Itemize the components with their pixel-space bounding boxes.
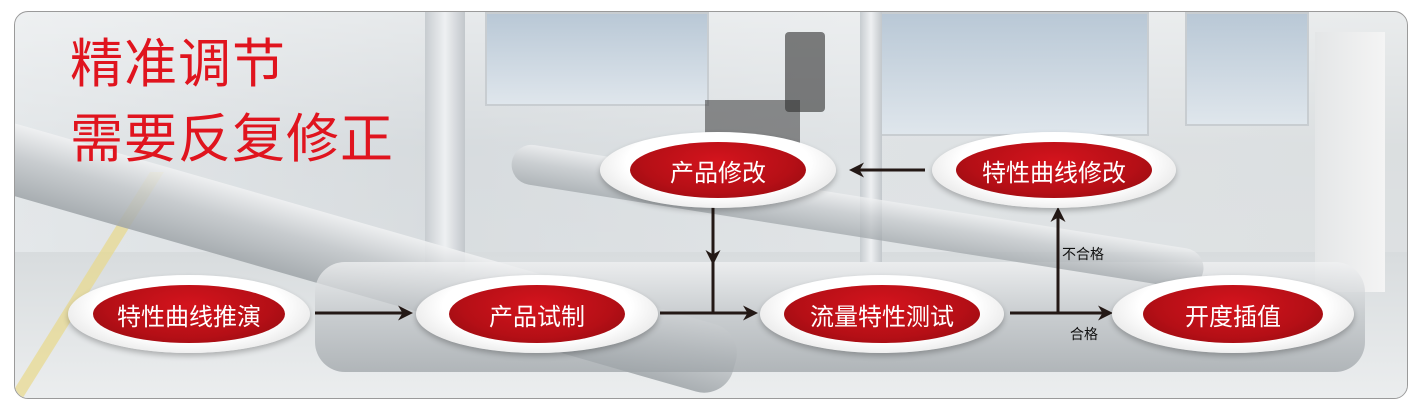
- node-core: 产品修改: [630, 142, 806, 198]
- factory-window: [485, 12, 709, 106]
- node-label: 开度插值: [1185, 302, 1281, 331]
- node-label: 特性曲线修改: [982, 158, 1126, 187]
- node-trial-production: 产品试制: [416, 275, 658, 353]
- title-line-2: 需要反复修正: [70, 109, 394, 170]
- node-core: 特性曲线推演: [93, 285, 285, 343]
- node-label: 产品试制: [489, 302, 585, 331]
- factory-window: [1185, 12, 1309, 126]
- node-label: 产品修改: [670, 158, 766, 187]
- node-label: 特性曲线推演: [117, 302, 261, 331]
- edge-label-fail: 不合格: [1062, 247, 1104, 263]
- node-flow-test: 流量特性测试: [760, 275, 1004, 353]
- node-curve-deduction: 特性曲线推演: [68, 275, 310, 353]
- title-line-1: 精准调节: [70, 34, 286, 95]
- node-core: 特性曲线修改: [956, 142, 1152, 198]
- node-product-modification: 产品修改: [600, 132, 836, 208]
- factory-window: [875, 12, 1149, 136]
- factory-pillar: [425, 12, 465, 272]
- node-label: 流量特性测试: [810, 302, 954, 331]
- edge-label-pass: 合格: [1070, 327, 1098, 343]
- node-curve-modification: 特性曲线修改: [932, 132, 1176, 208]
- equipment-motor: [785, 32, 825, 112]
- node-core: 流量特性测试: [784, 285, 980, 343]
- factory-pillar: [1315, 32, 1385, 292]
- node-core: 产品试制: [449, 285, 625, 343]
- node-opening-interpolation: 开度插值: [1112, 275, 1354, 353]
- node-core: 开度插值: [1143, 285, 1323, 343]
